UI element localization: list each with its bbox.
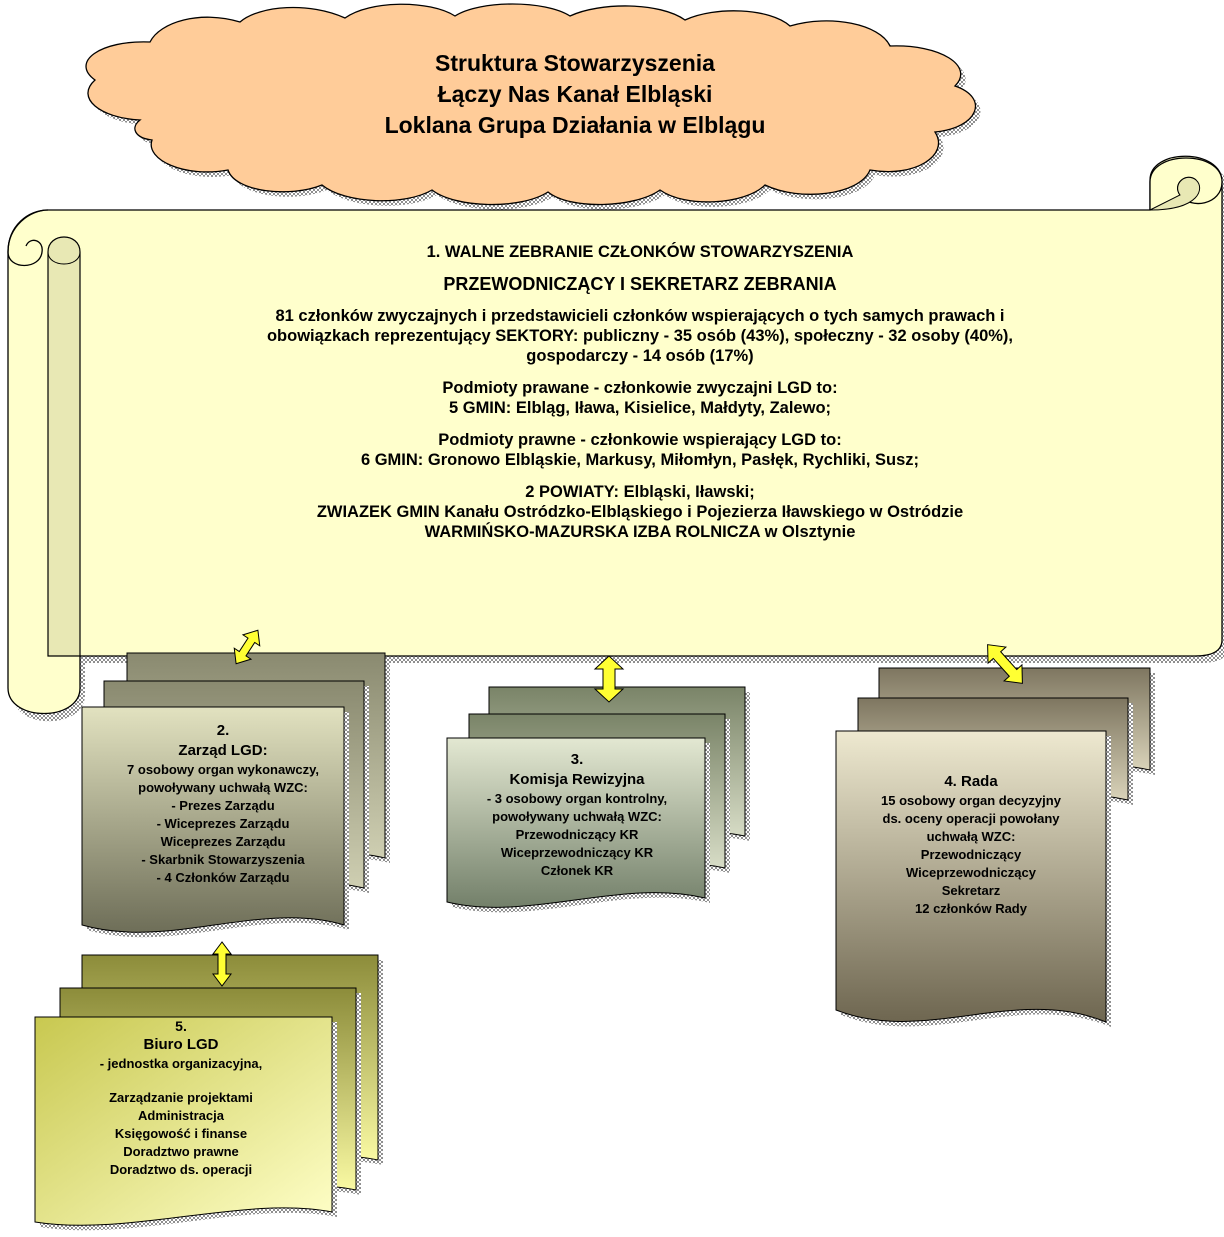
biuro-line: Księgowość i finanse [114, 1126, 248, 1141]
biuro-line: Zarządzanie projektami [109, 1090, 253, 1105]
title-cloud [85, 3, 981, 210]
biuro-line: Doradztwo prawne [123, 1144, 239, 1159]
assembly-title: 1. WALNE ZEBRANIE CZŁONKÓW STOWARZYSZENI… [426, 243, 854, 261]
zarzad-title: Zarząd LGD: [178, 742, 268, 759]
komisja-title: Komisja Rewizyjna [509, 771, 645, 788]
biuro-box-stack [34, 954, 383, 1231]
title-line: Łączy Nas Kanał Elbląski [437, 81, 713, 107]
arrow-scroll-komisja [593, 655, 625, 703]
rada-box-stack [835, 667, 1155, 1027]
general-assembly-text: 1. WALNE ZEBRANIE CZŁONKÓW STOWARZYSZENI… [120, 242, 1160, 542]
zarzad-box-stack [81, 652, 390, 938]
zarzad-number: 2. [216, 722, 230, 739]
rada-line: uchwałą WZC: [926, 829, 1016, 844]
komisja-line: - 3 osobowy organ kontrolny, [486, 791, 668, 806]
rada-line: Sekretarz [941, 883, 1001, 898]
zarzad-text: 2. Zarząd LGD: 7 osobowy organ wykonawcz… [88, 721, 358, 887]
regular-members-line: Podmioty prawane - członkowie zwyczajni … [442, 379, 838, 397]
arrow-scroll-rada [987, 644, 1023, 684]
rada-title: 4. Rada [944, 773, 998, 790]
biuro-line: Administracja [138, 1108, 224, 1123]
komisja-number: 3. [570, 751, 584, 768]
komisja-text: 3. Komisja Rewizyjna - 3 osobowy organ k… [452, 750, 702, 880]
other-members-line: 2 POWIATY: Elbląski, Iławski; [525, 483, 755, 501]
members-line: gospodarczy - 14 osób (17%) [526, 347, 754, 365]
biuro-line: Doradztwo ds. operacji [109, 1162, 253, 1177]
arrow-zarzad-biuro [212, 941, 232, 987]
zarzad-line: Wiceprezes Zarządu [160, 834, 286, 849]
other-members-line: WARMIŃSKO-MAZURSKA IZBA ROLNICZA w Olszt… [424, 523, 856, 541]
arrow-scroll-zarzad [233, 629, 261, 665]
zarzad-line: - Skarbnik Stowarzyszenia [141, 852, 305, 867]
biuro-subtitle: - jednostka organizacyjna, [99, 1056, 263, 1071]
biuro-number: 5. [175, 1018, 187, 1034]
rada-line: 12 członków Rady [915, 901, 1027, 916]
diagram-title: Struktura Stowarzyszenia Łączy Nas Kanał… [250, 48, 900, 141]
title-line: Loklana Grupa Działania w Elblągu [384, 112, 766, 138]
komisja-line: Przewodniczący KR [515, 827, 639, 842]
other-members-line: ZWIAZEK GMIN Kanału Ostródzko-Elbląskieg… [316, 503, 964, 521]
rada-line: 15 osobowy organ decyzyjny [881, 793, 1061, 808]
regular-members-line: 5 GMIN: Elbląg, Iława, Kisielice, Małdyt… [448, 399, 832, 417]
supporting-members-line: Podmioty prawne - członkowie wspierający… [438, 431, 842, 449]
rada-line: ds. oceny operacji powołany [882, 811, 1060, 826]
rada-line: Wiceprzewodniczący [906, 865, 1036, 880]
general-assembly-scroll [7, 155, 1224, 722]
zarzad-line: - Prezes Zarządu [171, 798, 275, 813]
komisja-line: Wiceprzewodniczący KR [500, 845, 654, 860]
zarzad-line: 7 osobowy organ wykonawczy, [127, 762, 319, 777]
zarzad-line: powoływany uchwałą WZC: [138, 780, 308, 795]
members-line: 81 członków zwyczajnych i przedstawiciel… [275, 307, 1005, 325]
komisja-box-stack [446, 686, 750, 913]
rada-line: Przewodniczący [920, 847, 1022, 862]
title-line: Struktura Stowarzyszenia [435, 50, 715, 76]
biuro-title: Biuro LGD [143, 1036, 219, 1053]
assembly-subtitle: PRZEWODNICZĄCY I SEKRETARZ ZEBRANIA [443, 274, 837, 294]
komisja-line: Członek KR [540, 863, 614, 878]
zarzad-line: - 4 Członków Zarządu [156, 870, 290, 885]
rada-text: 4. Rada 15 osobowy organ decyzyjny ds. o… [838, 772, 1104, 918]
biuro-text: 5. Biuro LGD - jednostka organizacyjna, … [36, 1017, 326, 1179]
komisja-line: powoływany uchwałą WZC: [492, 809, 662, 824]
zarzad-line: - Wiceprezes Zarządu [156, 816, 290, 831]
supporting-members-line: 6 GMIN: Gronowo Elbląskie, Markusy, Miło… [360, 451, 920, 469]
members-line: obowiązkach reprezentujący SEKTORY: publ… [266, 327, 1014, 345]
